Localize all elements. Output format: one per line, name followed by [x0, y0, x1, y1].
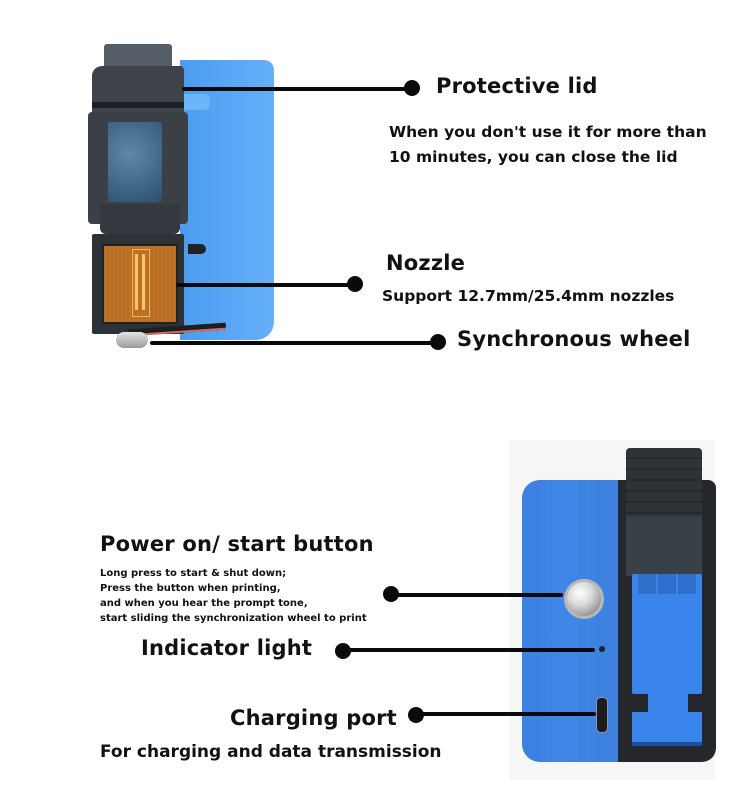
nozzle-plate	[102, 244, 178, 324]
charging-port-description: For charging and data transmission	[100, 742, 442, 762]
grip-area	[626, 516, 702, 576]
protective-lid-leader-line	[182, 87, 414, 91]
protective-lid-title: Protective lid	[436, 74, 598, 98]
printer-side-view-image	[88, 44, 278, 354]
side-pin	[188, 244, 206, 254]
printer-front-view-image	[510, 440, 720, 780]
description-line: Press the button when printing,	[100, 583, 281, 594]
description-line: start sliding the synchronization wheel …	[100, 613, 367, 624]
blue-housing	[522, 480, 630, 762]
description-line: Long press to start & shut down;	[100, 568, 287, 579]
nozzle-title: Nozzle	[386, 251, 466, 275]
description-line: and when you hear the prompt tone,	[100, 598, 308, 609]
indicator-light-leader-line	[343, 648, 595, 652]
synchronous-wheel-leader-line	[150, 341, 440, 345]
power-button-leader-line	[391, 593, 563, 597]
power-button-description: Long press to start & shut down; Press t…	[100, 566, 367, 626]
latch-slot	[678, 574, 696, 594]
lid-sponge	[108, 122, 162, 202]
top-clip	[104, 44, 172, 70]
housing-tab	[180, 94, 210, 110]
indicator-light-title: Indicator light	[141, 636, 313, 660]
synchronous-wheel-title: Synchronous wheel	[457, 327, 691, 351]
top-clip	[626, 448, 702, 518]
nozzle-description: Support 12.7mm/25.4mm nozzles	[382, 287, 675, 305]
charging-port-leader-line	[416, 712, 596, 716]
charging-port-title: Charging port	[230, 706, 397, 730]
description-line: When you don't use it for more than	[389, 123, 707, 141]
latch-foot	[632, 712, 702, 746]
usb-c-port-part	[596, 697, 608, 733]
latch-slot	[638, 574, 656, 594]
protective-lid-leader-dot	[404, 80, 420, 96]
power-button-part	[564, 579, 604, 619]
protective-lid-description: When you don't use it for more than 10 m…	[389, 120, 707, 170]
nozzle-leader-line	[176, 283, 356, 287]
blue-latch	[632, 574, 702, 694]
nozzle-bar	[142, 254, 145, 310]
nozzle-bar	[135, 254, 138, 310]
latch-slot	[658, 574, 676, 594]
power-button-title: Power on/ start button	[100, 532, 374, 556]
synchronous-wheel-part	[116, 332, 148, 348]
indicator-light-part	[599, 646, 605, 652]
nozzle-leader-dot	[347, 276, 363, 292]
cartridge-band	[92, 102, 184, 108]
lid-hinge	[100, 204, 180, 234]
description-line: 10 minutes, you can close the lid	[389, 148, 678, 166]
nozzle-slot	[132, 249, 150, 317]
synchronous-wheel-leader-dot	[430, 334, 446, 350]
